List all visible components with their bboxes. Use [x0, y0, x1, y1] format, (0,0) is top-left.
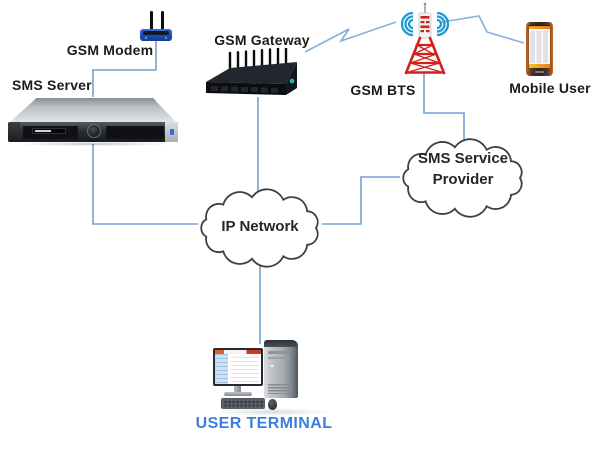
mouse-icon [268, 399, 277, 410]
ip-network-cloud [200, 188, 319, 268]
modem-antenna-icon [161, 11, 164, 30]
desktop-computer-icon [208, 336, 348, 416]
gateway-button-icon [289, 78, 295, 84]
wireless-link-gateway-bts [304, 21, 397, 53]
gsm-gateway-icon [200, 46, 304, 100]
keyboard-icon [221, 398, 265, 409]
edge-modem-server [92, 41, 157, 97]
smartphone-icon [526, 22, 553, 76]
gsm-bts-label: GSM BTS [350, 82, 416, 98]
mobile-user-label: Mobile User [509, 80, 591, 96]
modem-icon [140, 11, 172, 41]
gsm-modem-label: GSM Modem [66, 42, 154, 58]
edge-bts-smsprovider [423, 74, 465, 152]
cell-tower-icon [398, 1, 454, 79]
sms-server-label: SMS Server [12, 77, 92, 93]
sms-service-provider-label: SMS Service Provider [417, 150, 509, 188]
signal-waves-icon [400, 11, 450, 37]
monitor-icon [213, 348, 263, 386]
modem-antenna-icon [150, 11, 153, 30]
sms-service-provider-cloud [402, 138, 523, 218]
edge-server-ipnetwork [92, 144, 198, 225]
gateway-antennas-icon [228, 46, 288, 72]
edge-ipnetwork-smsprovider [322, 176, 400, 225]
wireless-link-bts-mobile [441, 15, 525, 44]
gsm-gateway-label: GSM Gateway [214, 32, 310, 48]
rack-server-icon [8, 96, 178, 146]
server-emblem-icon [87, 124, 101, 138]
user-terminal-label: USER TERMINAL [195, 415, 333, 432]
ip-network-label: IP Network [221, 218, 299, 235]
phone-dialer-screen [529, 25, 550, 68]
pc-tower-icon [264, 340, 298, 398]
